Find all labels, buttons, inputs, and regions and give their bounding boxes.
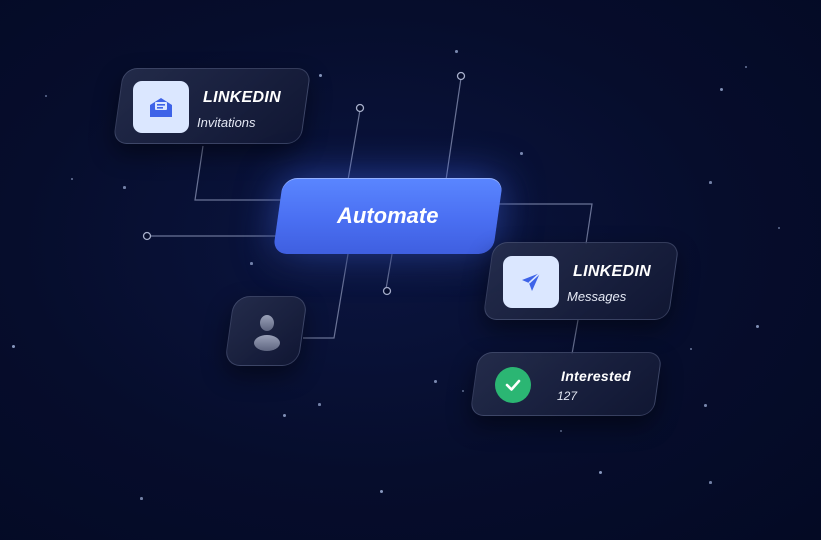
star (455, 50, 458, 53)
star (520, 152, 523, 155)
linkedin-invitations-card[interactable]: LINKEDIN Invitations (112, 68, 312, 144)
node-dot (142, 231, 152, 241)
star (720, 88, 723, 91)
star (250, 262, 253, 265)
star (123, 186, 126, 189)
messages-subtitle: Messages (567, 289, 627, 304)
connector-bottom (385, 253, 393, 290)
star (709, 181, 712, 184)
star (140, 497, 143, 500)
star (745, 66, 748, 69)
user-icon (254, 315, 280, 351)
node-dot (382, 286, 392, 296)
interested-card[interactable]: Interested 127 (469, 352, 663, 416)
user-card[interactable] (224, 296, 308, 366)
interested-title: Interested (561, 368, 631, 384)
star (690, 348, 693, 351)
invitations-subtitle: Invitations (197, 115, 256, 130)
node-dot (456, 71, 466, 81)
star (319, 74, 323, 78)
node-dot (355, 103, 365, 113)
star (709, 481, 712, 484)
connector-right (496, 203, 593, 245)
star (71, 178, 74, 181)
send-icon (503, 256, 559, 308)
messages-title: LINKEDIN (573, 263, 651, 280)
connector-top-right (445, 77, 462, 181)
connector-invitations (194, 145, 285, 201)
invitations-title: LINKEDIN (203, 89, 281, 106)
check-icon (495, 367, 531, 403)
star (704, 404, 707, 407)
star (45, 95, 48, 98)
star (380, 490, 384, 494)
interested-count: 127 (557, 389, 578, 403)
star (756, 325, 759, 328)
mail-open-icon (133, 81, 189, 133)
connector-user (303, 253, 349, 339)
automate-button[interactable]: Automate (272, 178, 504, 254)
star (599, 471, 603, 475)
star (560, 430, 563, 433)
star (283, 414, 286, 417)
connector-messages-interested (571, 319, 579, 355)
linkedin-messages-card[interactable]: LINKEDIN Messages (482, 242, 680, 320)
automate-label: Automate (337, 203, 439, 228)
star (318, 403, 321, 406)
star (12, 345, 16, 349)
star (462, 390, 465, 393)
connector-top-left (347, 109, 361, 181)
star (778, 227, 781, 230)
star (434, 380, 437, 383)
